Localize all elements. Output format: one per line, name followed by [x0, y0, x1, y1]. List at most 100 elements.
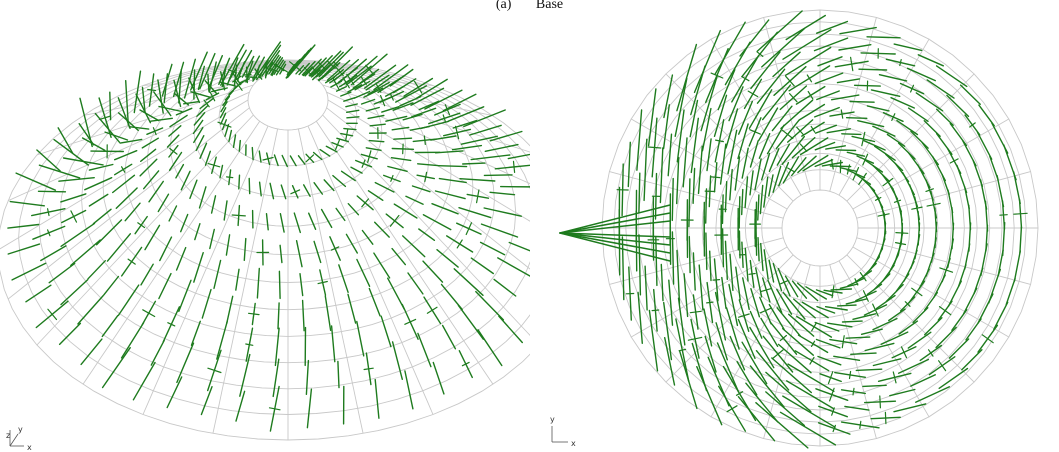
- direction-vector: [418, 100, 440, 111]
- direction-vector: [872, 164, 891, 183]
- direction-vector: [345, 233, 358, 254]
- direction-vector: [885, 283, 904, 302]
- direction-vector: [692, 252, 696, 291]
- direction-vector: [189, 51, 208, 91]
- direction-vector: [755, 402, 809, 449]
- direction-vector: [559, 232, 671, 238]
- direction-vector: [289, 155, 297, 167]
- direction-vector-minor: [442, 114, 447, 123]
- direction-vector: [199, 52, 216, 90]
- direction-vector: [771, 357, 812, 394]
- direction-vector: [935, 326, 957, 349]
- direction-vector: [677, 297, 686, 346]
- direction-vector: [559, 204, 671, 234]
- direction-vector-minor: [925, 188, 934, 192]
- direction-vector: [7, 223, 40, 229]
- direction-vector: [866, 105, 890, 112]
- direction-vector: [627, 141, 632, 188]
- direction-vector: [559, 232, 671, 262]
- direction-vector: [647, 88, 657, 147]
- direction-vector: [361, 229, 374, 245]
- direction-vector: [207, 73, 210, 92]
- direction-vector: [1013, 250, 1021, 282]
- direction-vector: [951, 206, 955, 231]
- direction-vector: [924, 291, 938, 311]
- direction-vector: [755, 201, 758, 230]
- direction-vector: [875, 294, 896, 310]
- direction-vector: [757, 236, 760, 262]
- direction-vector: [460, 135, 498, 145]
- direction-vector: [340, 91, 352, 97]
- direction-vector: [838, 44, 872, 51]
- direction-vector: [816, 20, 849, 34]
- direction-vector: [368, 287, 381, 317]
- direction-vector: [493, 278, 517, 297]
- direction-vector-minor: [848, 370, 852, 380]
- direction-vector: [157, 79, 164, 114]
- direction-vector: [715, 322, 729, 361]
- direction-vector: [924, 317, 943, 336]
- direction-vector: [760, 152, 771, 181]
- direction-vector: [195, 134, 205, 152]
- mesh-meridian: [7, 107, 250, 300]
- direction-vector: [306, 388, 313, 429]
- direction-vector-minor: [390, 174, 394, 182]
- direction-vector: [390, 156, 412, 162]
- direction-vector-minor: [859, 420, 862, 429]
- direction-vector: [79, 97, 93, 148]
- direction-vector: [434, 190, 466, 200]
- direction-vector: [885, 153, 904, 172]
- direction-vector: [993, 301, 1009, 331]
- direction-vector: [194, 222, 201, 241]
- direction-vector-minor: [810, 340, 816, 347]
- direction-vector: [252, 41, 281, 82]
- direction-vector: [411, 107, 437, 118]
- direction-vector: [356, 320, 365, 357]
- direction-vector: [380, 315, 392, 348]
- direction-vector: [373, 64, 409, 91]
- direction-vector-minor: [710, 72, 724, 79]
- direction-vector: [385, 115, 408, 122]
- direction-vector: [926, 79, 955, 99]
- dome-top-canvas: y x: [550, 9, 1039, 449]
- direction-vector-minor: [120, 166, 126, 173]
- direction-vector-minor: [715, 139, 724, 143]
- direction-vector: [637, 291, 644, 344]
- direction-vector: [312, 151, 323, 161]
- direction-vector-minor: [290, 189, 301, 195]
- direction-vector: [489, 191, 516, 196]
- direction-vector: [559, 232, 671, 246]
- direction-vector: [659, 147, 664, 204]
- direction-vector: [387, 277, 405, 310]
- direction-vector: [60, 222, 96, 248]
- direction-vector: [343, 97, 356, 102]
- direction-vector: [201, 288, 212, 319]
- direction-vector: [784, 275, 799, 298]
- direction-vector: [814, 159, 834, 168]
- direction-vector: [113, 149, 138, 161]
- direction-vector: [866, 283, 883, 296]
- direction-vector: [424, 89, 463, 110]
- direction-vector: [706, 138, 712, 172]
- direction-vector: [839, 283, 859, 289]
- direction-vector: [178, 68, 183, 104]
- direction-vector: [57, 127, 74, 154]
- direction-vector: [475, 290, 505, 321]
- direction-vector: [781, 135, 805, 166]
- direction-vector: [921, 141, 939, 166]
- direction-vector: [768, 303, 785, 331]
- direction-vector: [814, 321, 840, 332]
- direction-vector: [133, 70, 142, 114]
- direction-vector-minor: [207, 367, 222, 374]
- direction-vector: [714, 291, 727, 341]
- direction-vector: [80, 338, 103, 366]
- direction-vector: [893, 43, 923, 52]
- direction-vector: [303, 184, 311, 198]
- direction-vector: [417, 332, 432, 368]
- direction-vector: [638, 234, 642, 296]
- direction-vector: [347, 202, 360, 216]
- direction-vector: [235, 390, 246, 422]
- direction-vector-minor: [689, 310, 702, 314]
- direction-vector-minor: [926, 202, 941, 207]
- direction-vector: [750, 288, 761, 318]
